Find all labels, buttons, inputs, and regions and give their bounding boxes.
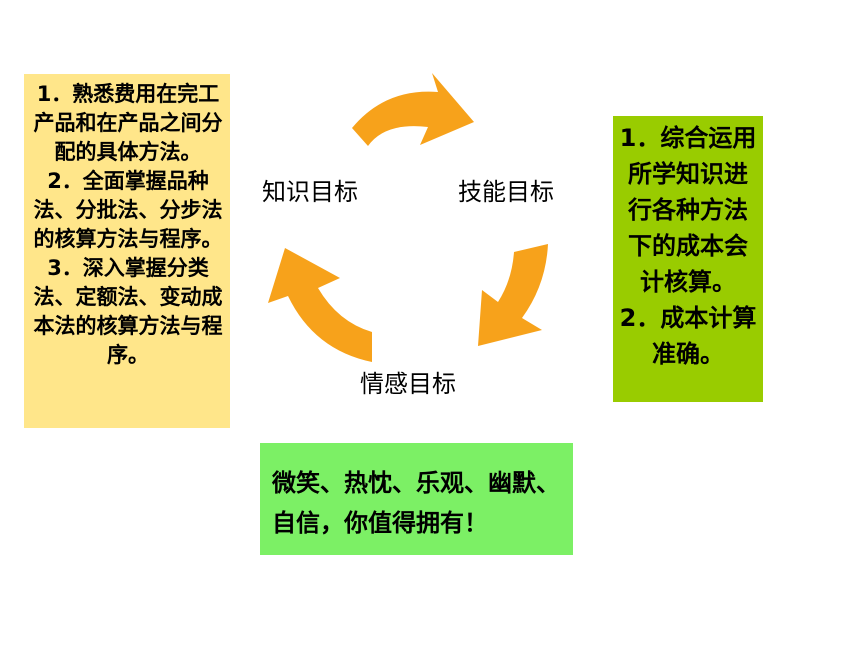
skill-goal-2: 2．成本计算准确。 [619,304,757,368]
emotion-goals-box: 微笑、热忱、乐观、幽默、自信，你值得拥有！ [260,443,573,555]
skill-goal-1: 1．综合运用所学知识进行各种方法下的成本会计核算。 [619,124,757,296]
arrow-emotion-to-knowledge [268,248,372,362]
label-knowledge-goal: 知识目标 [262,178,358,206]
arrow-knowledge-to-skill [352,73,474,146]
knowledge-goal-3: 3．深入掌握分类法、定额法、变动成本法的核算方法与程序。 [33,256,223,367]
emotion-goal-text: 微笑、热忱、乐观、幽默、自信，你值得拥有！ [272,469,560,537]
skill-goals-box: 1．综合运用所学知识进行各种方法下的成本会计核算。 2．成本计算准确。 [613,116,763,402]
label-skill-goal: 技能目标 [458,178,554,206]
label-emotion-goal: 情感目标 [360,370,456,398]
knowledge-goal-1: 1．熟悉费用在完工产品和在产品之间分配的具体方法。 [33,82,223,164]
knowledge-goals-box: 1．熟悉费用在完工产品和在产品之间分配的具体方法。 2．全面掌握品种法、分批法、… [24,74,230,428]
arrow-skill-to-emotion [478,244,548,346]
knowledge-goal-2: 2．全面掌握品种法、分批法、分步法的核算方法与程序。 [33,169,223,251]
